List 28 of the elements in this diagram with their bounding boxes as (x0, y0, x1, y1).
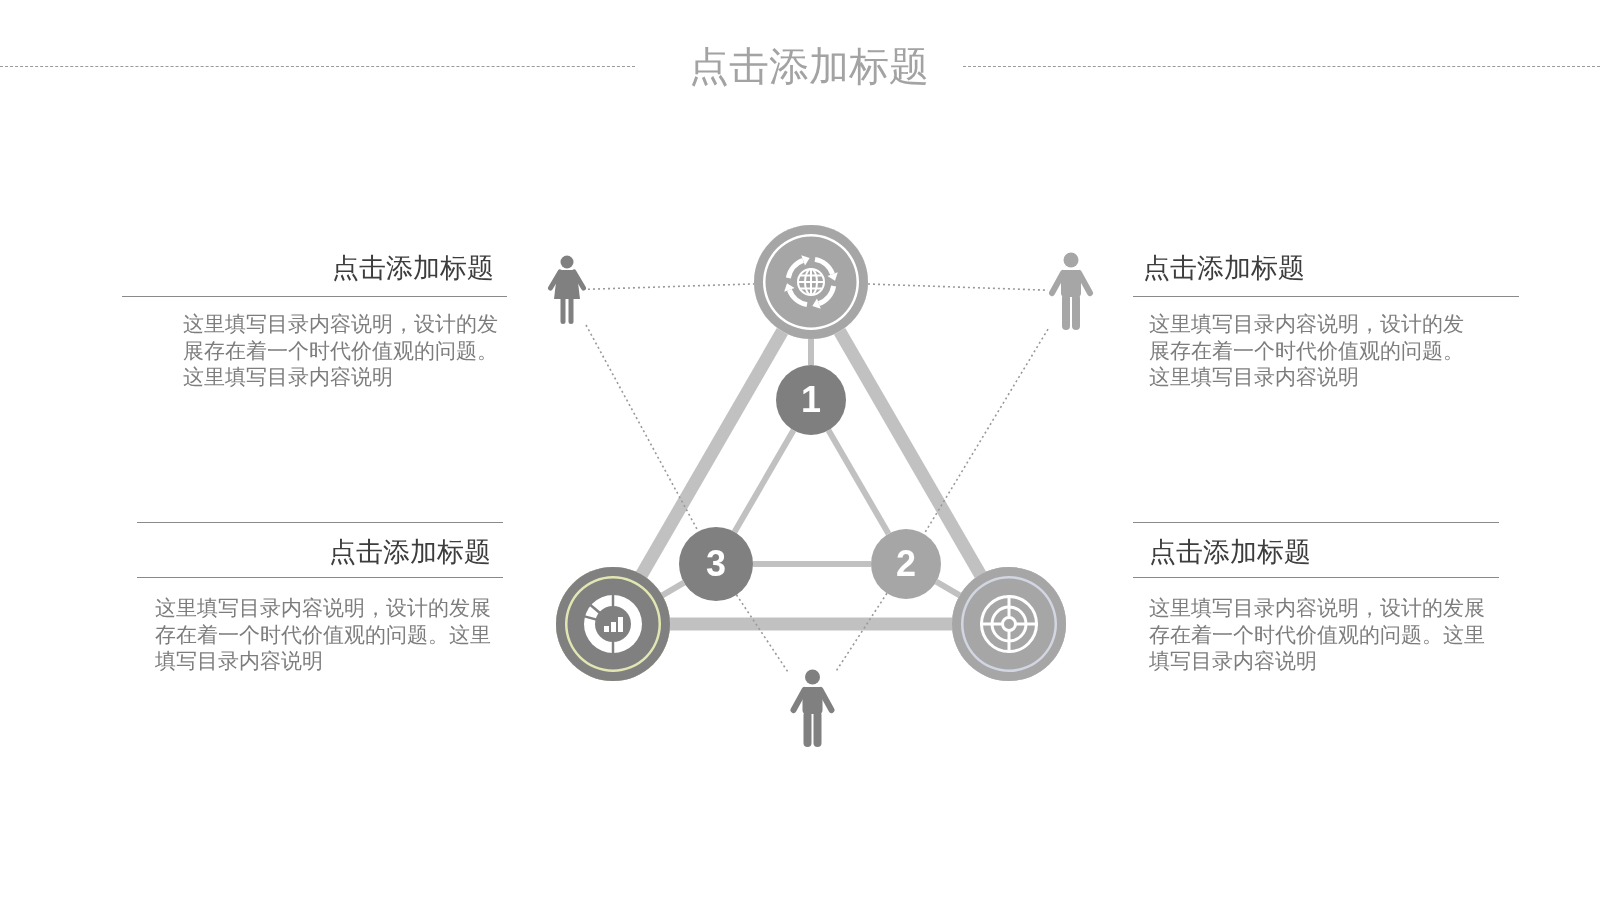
connector-line (660, 580, 686, 598)
description-text: 这里填写目录内容说明，设计的发展存在着一个时代价值观的问题。这里填写目录内容说明 (183, 311, 499, 390)
woman-icon (546, 255, 588, 325)
dotted-connector (735, 594, 790, 674)
number-circle: 1 (776, 365, 846, 435)
man-icon (788, 668, 836, 748)
description-text: 这里填写目录内容说明，设计的发展存在着一个时代价值观的问题。这里填写目录内容说明 (155, 595, 492, 674)
connector-line (833, 328, 987, 578)
description-text: 这里填写目录内容说明，设计的发展存在着一个时代价值观的问题。这里填写目录内容说明 (1149, 311, 1465, 390)
section-heading: 点击添加标题 (332, 251, 494, 285)
connector-line (635, 328, 789, 578)
dotted-connector (587, 283, 755, 291)
connector-line (753, 561, 871, 567)
man-icon (1048, 251, 1094, 331)
dotted-connector (923, 328, 1049, 535)
slide-title: 点击添加标题 (689, 43, 929, 90)
description-text: 这里填写目录内容说明，设计的发展存在着一个时代价值观的问题。这里填写目录内容说明 (1149, 595, 1486, 674)
connector-line (808, 339, 814, 365)
section-heading: 点击添加标题 (329, 535, 491, 569)
number-circle: 2 (871, 529, 941, 599)
section-heading: 点击添加标题 (1149, 535, 1311, 569)
section-heading: 点击添加标题 (1143, 251, 1305, 285)
connector-line (825, 428, 892, 536)
number-circle: 3 (679, 527, 753, 601)
connector-line (670, 617, 952, 631)
dotted-connector (834, 592, 888, 673)
connector-line (731, 428, 797, 534)
connector-line (934, 579, 962, 598)
